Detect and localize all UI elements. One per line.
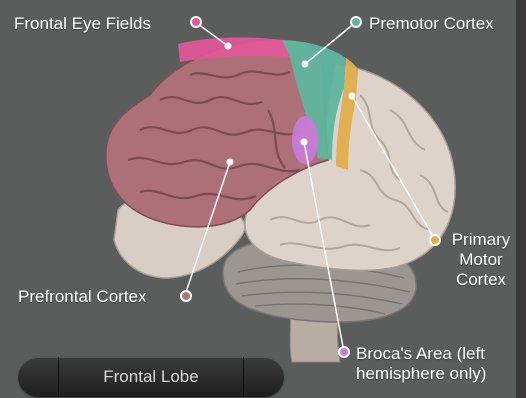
- dot-primary-motor-cortex: [429, 234, 441, 246]
- dot-frontal-eye-fields: [190, 16, 202, 28]
- dot-brocas-area: [338, 346, 350, 358]
- label-prefrontal-cortex: Prefrontal Cortex: [18, 287, 147, 307]
- label-primary-motor-cortex: Primary Motor Cortex: [446, 230, 516, 290]
- previous-lobe-button[interactable]: [18, 357, 59, 397]
- lobe-title: Frontal Lobe: [60, 357, 242, 397]
- lobe-navigator: Frontal Lobe: [18, 357, 284, 397]
- next-lobe-button[interactable]: [243, 357, 284, 397]
- label-premotor-cortex: Premotor Cortex: [369, 14, 494, 34]
- dot-premotor-cortex: [350, 16, 362, 28]
- edge-strip: [516, 0, 526, 398]
- label-frontal-eye-fields: Frontal Eye Fields: [14, 14, 151, 34]
- dot-prefrontal-cortex: [180, 290, 192, 302]
- label-brocas-area: Broca's Area (left hemisphere only): [356, 344, 486, 384]
